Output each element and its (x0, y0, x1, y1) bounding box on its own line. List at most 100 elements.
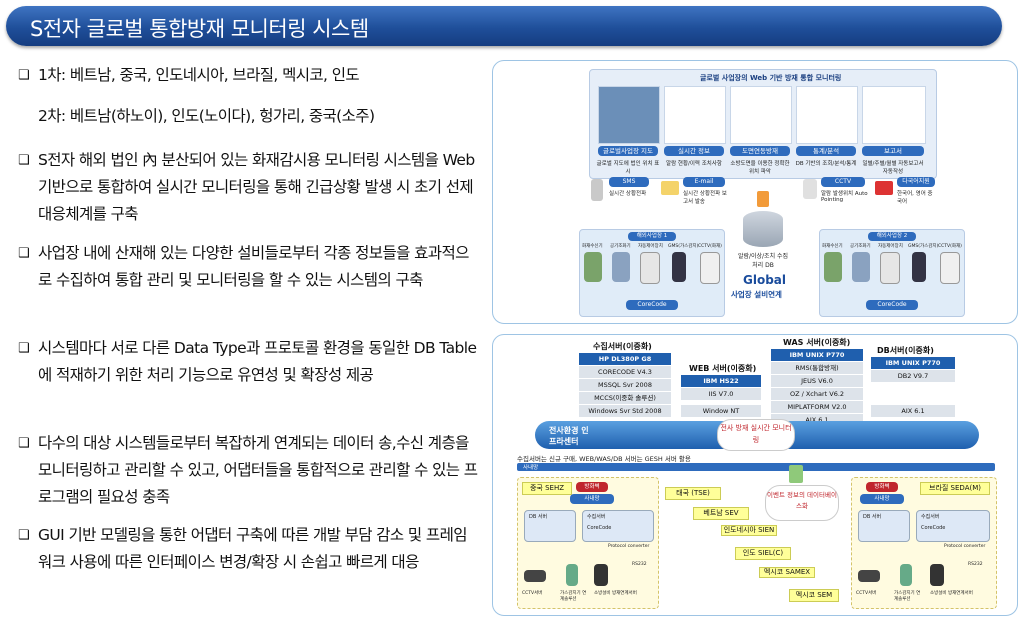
server-row: IBM UNIX P770 (871, 357, 955, 369)
feature-desc: DB 기반의 조회/분석/통계 (795, 161, 857, 167)
equip-label: CCTV(화재) (698, 244, 722, 249)
checkbox-icon: ❑ (18, 341, 30, 356)
switch-icon (524, 570, 546, 582)
channel-title: E-mail (683, 177, 725, 187)
box-label: Protocol converter (944, 544, 986, 549)
checkbox-icon: ❑ (18, 246, 30, 261)
page-title: S전자 글로벌 통합방재 모니터링 시스템 (30, 17, 369, 41)
bullet-text: 2차: 베트남(하노이), 인도(노이다), 헝가리, 중국(소주) (38, 107, 375, 125)
box-label: 가스감지기 연계솔루션 (560, 591, 587, 602)
feature-desc: 일별/주별/월별 자동보고서 자동작성 (862, 161, 924, 175)
arrow-icon (757, 191, 769, 207)
box-label: 수집서버 (921, 514, 940, 520)
channel-title: CCTV (821, 177, 865, 187)
equipment-icon (852, 252, 870, 282)
equipment-icon (912, 252, 926, 282)
equipment-icon (612, 252, 630, 282)
server-row: IBM HS22 (681, 375, 761, 387)
bullet-text: 다수의 대상 시스템들로부터 복잡하게 연계되는 데이터 송,수신 계층을 모니… (38, 434, 478, 506)
server-row: Window NT (681, 405, 761, 417)
bullet-item: ❑ GUI 기반 모델링을 통한 어댑터 구축에 따른 개발 부담 감소 및 프… (18, 522, 478, 576)
server-row: JEUS V6.0 (771, 375, 863, 387)
server-row: OZ / Xchart V6.2 (771, 388, 863, 400)
intranet-bar (517, 463, 995, 471)
box-label: 소방설비 방재연계서버 (930, 591, 973, 596)
bullet-item: ❑ S전자 해외 법인 內 분산되어 있는 화재감시용 모니터링 시스템을 We… (18, 147, 478, 228)
box-label: DB 서버 (529, 514, 548, 520)
server-row: MIPLATFORM V2.0 (771, 401, 863, 413)
overseas-site-2: 해외사업장 2 화재수신기 공기조화기 자동제어장치 GMS(가스감지) CCT… (819, 229, 965, 317)
db-label: 알람/이상/조치 수집처리 DB (737, 253, 789, 269)
equipment-icon (900, 564, 912, 586)
site-box-left: 중국 SEHZ 방화벽 사내망 DB 서버 수집서버 CoreCode Prot… (517, 477, 659, 609)
bullet-item: 2차: 베트남(하노이), 인도(노이다), 헝가리, 중국(소주) (18, 103, 478, 130)
server-row: MCCS(이중화 솔루션) (579, 392, 671, 404)
global-sub-label: 사업장 설비연계 (731, 290, 782, 299)
feature-desc: 알람 현황/이력 조치사항 (666, 161, 722, 167)
db-server-box: DB 서버 (858, 510, 910, 542)
box-label: 소방설비 방재연계서버 (594, 591, 637, 596)
collect-server-box: 수집서버 CoreCode (916, 510, 990, 542)
server-title: DB서버(이중화) (877, 346, 934, 355)
infra-center-label: 전사환경 인프라센터 (549, 426, 589, 446)
channel-title: 다국어지원 (897, 177, 935, 187)
site-label: 중국 SEHZ (522, 482, 572, 495)
checkbox-icon: ❑ (18, 68, 30, 83)
equipment-icon (584, 252, 602, 282)
server-row: IIS V7.0 (681, 388, 761, 400)
server-row: CORECODE V4.3 (579, 366, 671, 378)
bullet-item: ❑ 사업장 내에 산재해 있는 다양한 설비들로부터 각종 정보들을 효과적으로… (18, 240, 478, 294)
equipment-icon (824, 252, 842, 282)
corecode-label: CoreCode (626, 300, 678, 310)
equip-label: 화재수신기 (582, 244, 603, 249)
box-label: CCTV서버 (856, 591, 877, 596)
bullet-text: 사업장 내에 산재해 있는 다양한 설비들로부터 각종 정보들을 효과적으로 수… (38, 244, 469, 289)
bullet-text: 1차: 베트남, 중국, 인도네시아, 브라질, 멕시코, 인도 (38, 66, 360, 84)
feature-desc: 글로벌 지도에 법인 위치 표시 (596, 161, 660, 175)
equipment-icon (940, 252, 960, 284)
switch-icon (858, 570, 880, 582)
box-label: Protocol converter (608, 544, 650, 549)
site-label: 베트남 SEV (693, 507, 749, 520)
db-server-box: DB 서버 (524, 510, 576, 542)
box-label: CoreCode (921, 525, 946, 531)
server-title: WEB 서버(이중화) (689, 364, 757, 373)
site-title: 해외사업장 2 (868, 232, 916, 241)
channel-desc: 실시간 상황전파 보고서 발송 (683, 191, 727, 205)
box-label: 가스감지기 연계솔루션 (894, 591, 921, 602)
equipment-icon (672, 252, 686, 282)
checkbox-icon: ❑ (18, 436, 30, 451)
server-row: IBM UNIX P770 (771, 349, 863, 361)
server-row: HP DL380P G8 (579, 353, 671, 365)
feature-desc: 소방도면을 이용한 정확한 위치 파악 (730, 161, 790, 175)
server-title: WAS 서버(이중화) (783, 338, 851, 347)
equip-label: GMS(가스감지) (908, 244, 939, 249)
database-icon (743, 211, 783, 247)
site-box-right: 브라질 SEDA(M) 방화벽 사내망 DB 서버 수집서버 CoreCode … (851, 477, 997, 609)
intranet-label: 사내망 (570, 494, 614, 504)
equip-label: CCTV(화재) (938, 244, 962, 249)
collect-server-box: 수집서버 CoreCode (582, 510, 654, 542)
channel-desc: 한국어, 영어 중국어 (897, 191, 933, 205)
equip-label: 자동제어장치 (878, 244, 903, 249)
site-label: 인도 SIEL(C) (735, 547, 791, 560)
box-label: RS232 (632, 562, 647, 567)
site-label: 인도네시아 SIEN (721, 525, 777, 536)
equip-label: 자동제어장치 (638, 244, 663, 249)
monitoring-bubble: 전사 방재 실시간 모니터링 (717, 419, 795, 451)
realtime-screenshot (664, 86, 726, 144)
site-title: 해외사업장 1 (628, 232, 676, 241)
equipment-icon (594, 564, 608, 586)
site-label: 멕시코 SAMEX (759, 567, 815, 578)
box-label: 수집서버 (587, 514, 606, 520)
bullet-text: S전자 해외 법인 內 분산되어 있는 화재감시용 모니터링 시스템을 Web기… (38, 151, 475, 223)
bullet-item: ❑ 다수의 대상 시스템들로부터 복잡하게 연계되는 데이터 송,수신 계층을 … (18, 430, 478, 511)
server-row: MSSQL Svr 2008 (579, 379, 671, 391)
server-row: DB2 V9.7 (871, 370, 955, 382)
dashboard-header: 글로벌 사업장의 Web 기반 방재 통합 모니터링 (700, 74, 842, 82)
bullet-item: ❑ 시스템마다 서로 다른 Data Type과 프로토콜 환경을 동일한 DB… (18, 335, 478, 389)
bullet-item: ❑ 1차: 베트남, 중국, 인도네시아, 브라질, 멕시코, 인도 (18, 62, 478, 89)
equip-label: 공기조화기 (610, 244, 631, 249)
intranet-label: 사내망 (523, 465, 539, 471)
floorplan-screenshot (730, 86, 792, 144)
